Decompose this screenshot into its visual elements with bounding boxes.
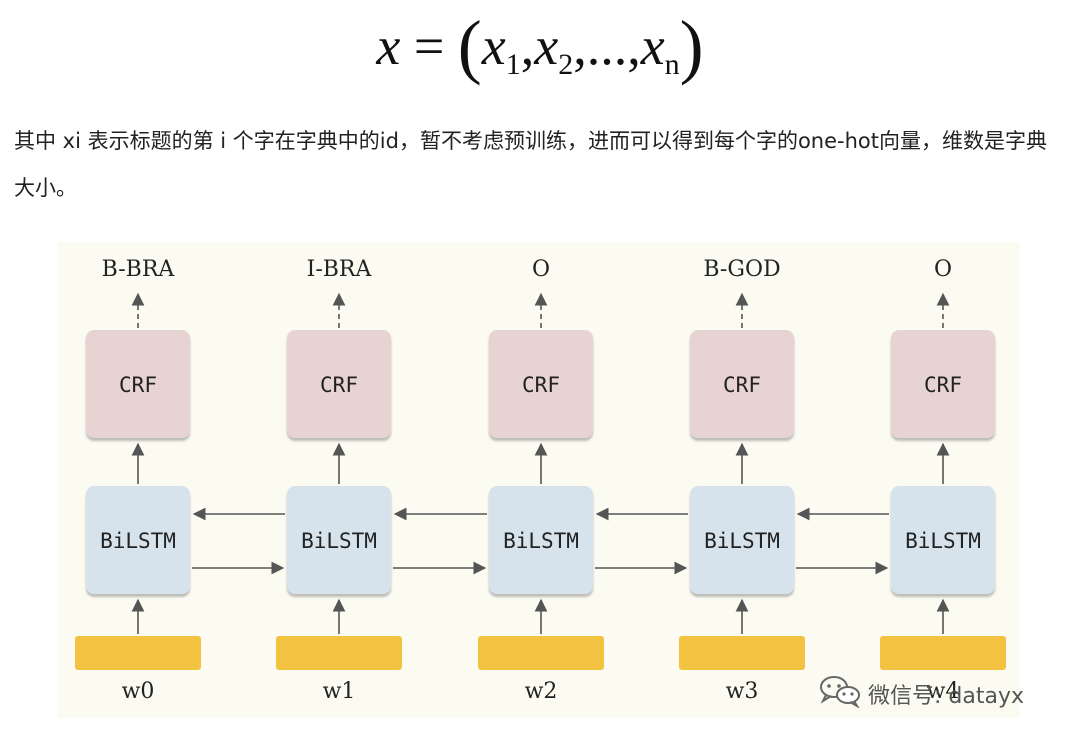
word-label: w0	[122, 679, 155, 704]
word-embedding-bar	[478, 636, 604, 670]
word-label: w4	[927, 679, 960, 704]
output-tag-label: O	[934, 257, 952, 282]
output-tag-label: O	[532, 257, 550, 282]
formula-term: x1,	[481, 16, 535, 81]
formula-open-paren: (	[457, 6, 482, 86]
wechat-icon	[818, 674, 862, 714]
formula-term: x2,	[534, 16, 587, 81]
formula: x = (x1,x2,...,xn)	[0, 6, 1080, 86]
crf-label: CRF	[119, 373, 157, 397]
bilstm-box	[86, 486, 190, 594]
output-tag-label: I-BRA	[307, 257, 373, 282]
crf-box	[489, 330, 593, 438]
word-label: w3	[726, 679, 759, 704]
word-embedding-bar	[679, 636, 805, 670]
output-tag-label: B-BRA	[102, 257, 176, 282]
bilstm-box	[690, 486, 794, 594]
formula-equals: =	[413, 16, 445, 76]
crf-box	[891, 330, 995, 438]
bilstm-box	[489, 486, 593, 594]
formula-lhs: x	[376, 16, 401, 76]
bilstm-label: BiLSTM	[301, 529, 377, 553]
formula-close-paren: )	[679, 6, 704, 86]
bilstm-label: BiLSTM	[100, 529, 176, 553]
formula-terms: x1,x2,...,xn	[481, 16, 680, 81]
watermark: 微信号: datayx	[818, 676, 1024, 712]
diagram-canvas: B-BRA CRF BiLSTM w0 I-BRA CRF BiLSTM w1 O CRF BiLS…	[75, 257, 1006, 704]
crf-label: CRF	[924, 373, 962, 397]
crf-label: CRF	[723, 373, 761, 397]
bilstm-label: BiLSTM	[704, 529, 780, 553]
formula-term: ...,	[586, 16, 641, 76]
word-embedding-bar	[880, 636, 1006, 670]
description-paragraph: 其中 xi 表示标题的第 i 个字在字典中的id，暂不考虑预训练，进而可以得到每…	[14, 129, 1048, 200]
bilstm-label: BiLSTM	[905, 529, 981, 553]
formula-term: xn	[640, 16, 680, 81]
crf-box	[690, 330, 794, 438]
bilstm-crf-diagram: B-BRA CRF BiLSTM w0 I-BRA CRF BiLSTM w1 O CRF BiLS…	[58, 242, 1020, 718]
bilstm-label: BiLSTM	[503, 529, 579, 553]
word-embedding-bar	[276, 636, 402, 670]
crf-label: CRF	[522, 373, 560, 397]
word-label: w2	[525, 679, 558, 704]
watermark-text: 微信号: datayx	[868, 684, 1024, 709]
crf-box	[287, 330, 391, 438]
bilstm-box	[287, 486, 391, 594]
word-label: w1	[323, 679, 356, 704]
output-tag-label: B-GOD	[703, 257, 780, 282]
crf-box	[86, 330, 190, 438]
crf-label: CRF	[320, 373, 358, 397]
bilstm-box	[891, 486, 995, 594]
word-embedding-bar	[75, 636, 201, 670]
